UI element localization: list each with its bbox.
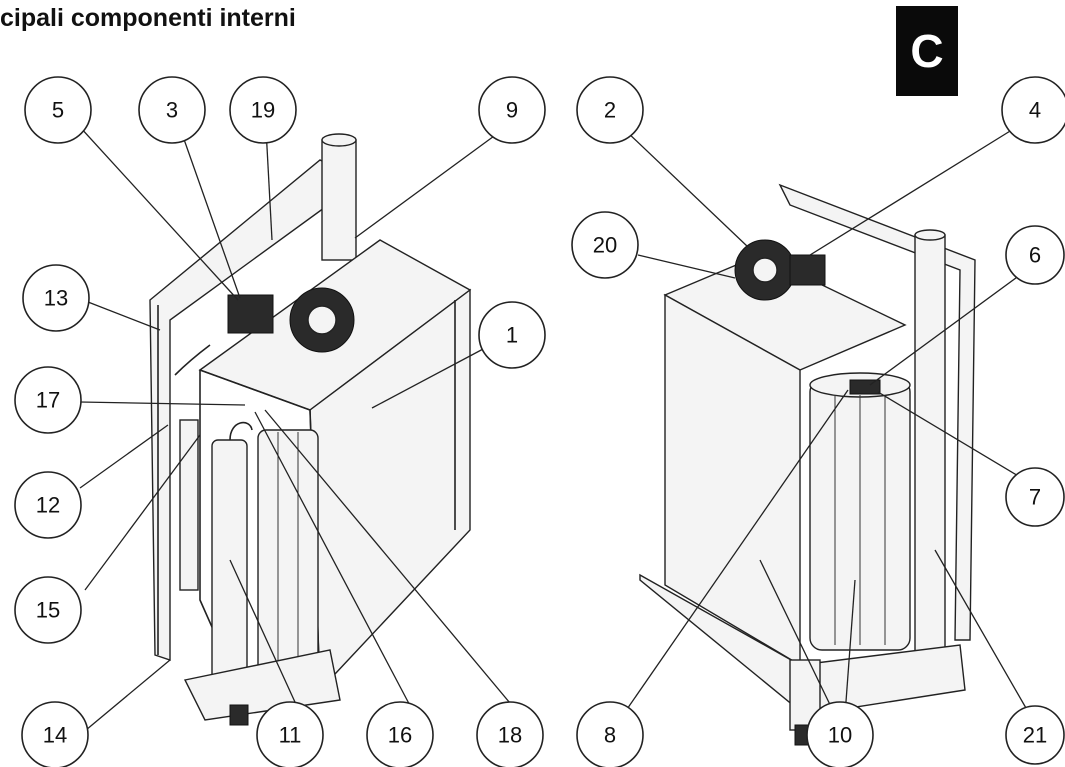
callout-20: 20: [571, 211, 639, 279]
svg-text:6: 6: [1029, 243, 1041, 268]
svg-text:15: 15: [36, 598, 60, 623]
leader-lines: [79, 109, 1031, 736]
callout-19: 19: [229, 76, 297, 144]
svg-text:19: 19: [251, 98, 275, 123]
svg-text:2: 2: [604, 98, 616, 123]
right-unit-drawing: [639, 183, 976, 746]
callout-6: 6: [1005, 225, 1065, 285]
callout-15: 15: [14, 576, 82, 644]
callout-9: 9: [478, 76, 546, 144]
callout-1: 1: [478, 301, 546, 369]
svg-text:8: 8: [604, 723, 616, 748]
svg-text:1: 1: [506, 323, 518, 348]
callout-11: 11: [256, 701, 324, 767]
page-title: cipali componenti interni: [0, 4, 296, 32]
svg-text:20: 20: [593, 233, 617, 258]
callout-18: 18: [476, 701, 544, 767]
svg-text:9: 9: [506, 98, 518, 123]
svg-text:11: 11: [279, 723, 302, 748]
callout-7: 7: [1005, 467, 1065, 527]
callout-17: 17: [14, 366, 82, 434]
callout-3: 3: [138, 76, 206, 144]
svg-text:3: 3: [166, 98, 178, 123]
svg-text:12: 12: [36, 493, 60, 518]
svg-text:5: 5: [52, 98, 64, 123]
callout-2: 2: [576, 76, 644, 144]
callout-4: 4: [1001, 76, 1065, 144]
svg-text:13: 13: [44, 286, 68, 311]
left-unit-drawing: [149, 133, 472, 726]
callout-21: 21: [1005, 705, 1065, 765]
callout-5: 5: [24, 76, 92, 144]
svg-text:7: 7: [1029, 485, 1041, 510]
svg-text:10: 10: [828, 723, 852, 748]
callout-12: 12: [14, 471, 82, 539]
svg-text:4: 4: [1029, 98, 1041, 123]
svg-text:21: 21: [1023, 723, 1047, 748]
callout-16: 16: [366, 701, 434, 767]
callout-13: 13: [22, 264, 90, 332]
section-badge: C: [896, 6, 958, 96]
callout-8: 8: [576, 701, 644, 767]
svg-text:16: 16: [388, 723, 412, 748]
callout-10: 10: [806, 701, 874, 767]
svg-text:14: 14: [43, 723, 67, 748]
callout-14: 14: [21, 701, 89, 767]
svg-text:18: 18: [498, 723, 522, 748]
svg-text:17: 17: [36, 388, 60, 413]
